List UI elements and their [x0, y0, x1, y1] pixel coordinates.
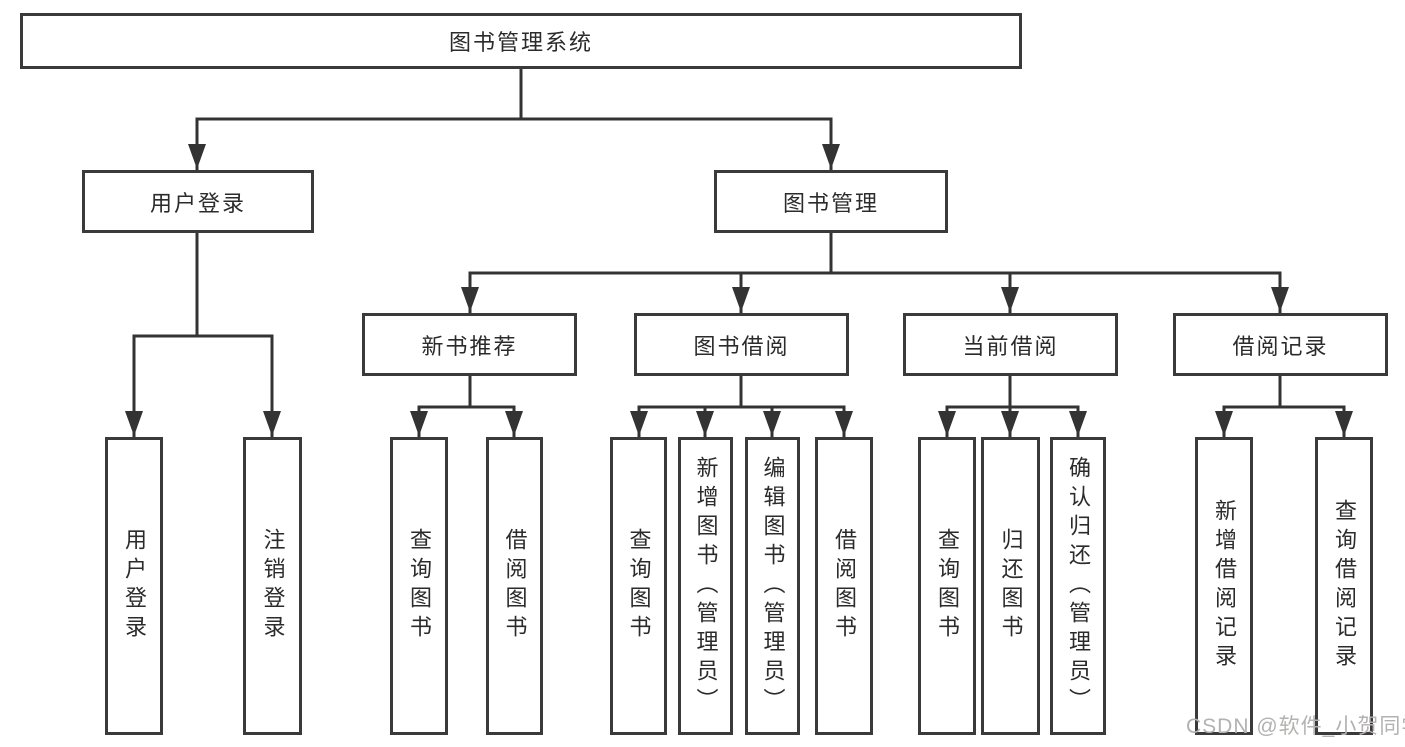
- leaf-query-books-current: 查询图书: [918, 437, 976, 735]
- connector-borrow-records: [1222, 374, 1346, 409]
- leaf-label: 借阅图书: [832, 528, 857, 644]
- connector-new-book: [417, 374, 516, 409]
- node-book-borrow: 图书借阅: [634, 313, 849, 376]
- node-book-management: 图书管理: [714, 170, 948, 233]
- leaf-logout: 注销登录: [243, 437, 302, 735]
- node-new-book-recommend: 新书推荐: [362, 313, 577, 376]
- leaf-label: 查询图书: [935, 528, 960, 644]
- leaf-label: 查询借阅记录: [1332, 499, 1357, 673]
- connector-root: [195, 67, 833, 121]
- leaf-label: 新增借阅记录: [1212, 499, 1237, 673]
- csdn-watermark: CSDN @软件_小贺同学: [1186, 715, 1405, 738]
- leaf-query-books-recommend: 查询图书: [390, 437, 448, 735]
- leaf-label: 查询图书: [407, 528, 432, 644]
- leaf-user-login: 用户登录: [105, 437, 163, 735]
- leaf-borrow-books: 借阅图书: [815, 437, 873, 735]
- leaf-label: 新增图书（管理员）: [693, 455, 719, 717]
- node-current-borrow: 当前借阅: [903, 313, 1118, 376]
- leaf-label: 用户登录: [122, 528, 147, 644]
- leaf-label: 注销登录: [260, 528, 286, 644]
- node-user-login: 用户登录: [82, 170, 314, 233]
- leaf-add-book-admin: 新增图书（管理员）: [678, 437, 733, 735]
- leaf-query-borrow-record: 查询借阅记录: [1315, 437, 1373, 735]
- connector-current-borrow: [945, 374, 1080, 409]
- leaf-label: 归还图书: [998, 528, 1024, 644]
- leaf-label: 查询图书: [626, 528, 652, 644]
- leaf-label: 确认归还（管理员）: [1066, 455, 1091, 717]
- leaf-query-books-borrow: 查询图书: [610, 437, 667, 735]
- leaf-label: 编辑图书（管理员）: [760, 455, 786, 717]
- node-root: 图书管理系统: [20, 13, 1022, 69]
- leaf-edit-book-admin: 编辑图书（管理员）: [745, 437, 800, 735]
- leaf-label: 借阅图书: [502, 528, 528, 644]
- leaf-confirm-return-admin: 确认归还（管理员）: [1050, 437, 1106, 735]
- connector-user-login: [132, 231, 274, 338]
- connector-book-management: [468, 231, 1282, 275]
- leaf-return-book: 归还图书: [981, 437, 1040, 735]
- node-borrow-records: 借阅记录: [1173, 313, 1388, 376]
- connector-book-borrow: [637, 374, 846, 409]
- leaf-add-borrow-record: 新增借阅记录: [1195, 437, 1253, 735]
- leaf-borrow-books-recommend: 借阅图书: [486, 437, 543, 735]
